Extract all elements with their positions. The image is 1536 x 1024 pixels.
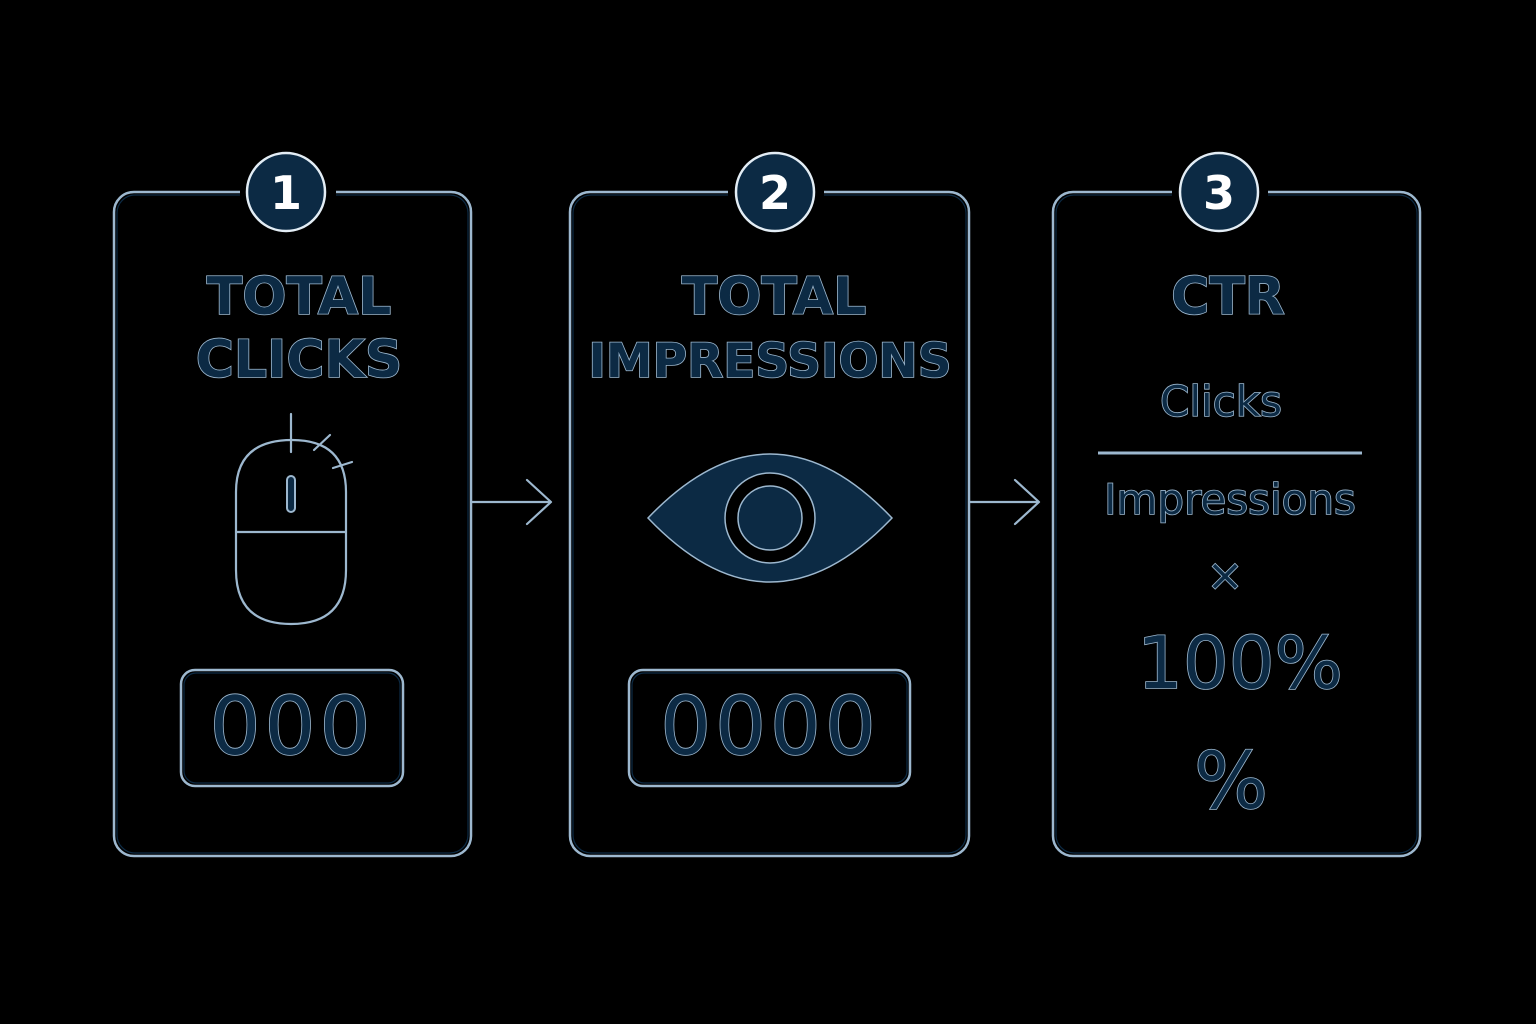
step-badge-3 — [1178, 151, 1260, 233]
step-number-2: 2 — [759, 166, 791, 220]
arrow-2-to-3 — [967, 478, 1041, 526]
formula-multiplier: 100% — [1137, 621, 1343, 705]
formula-denominator: Impressions — [1104, 475, 1356, 524]
step-badge-2 — [734, 151, 816, 233]
step-number-1: 1 — [270, 166, 302, 220]
mouse-icon — [234, 412, 354, 626]
arrow-1-to-2 — [469, 478, 553, 526]
step-card-2: 2 TOTAL IMPRESSIONS 0000 — [568, 151, 971, 858]
card-2-title-line1: TOTAL — [682, 267, 867, 327]
card-1-title-line2: CLICKS — [196, 330, 403, 390]
impressions-counter: 0000 — [660, 680, 880, 773]
formula-numerator: Clicks — [1160, 377, 1282, 426]
step-number-3: 3 — [1203, 166, 1235, 220]
impressions-counter-inner — [631, 672, 908, 784]
multiply-sign: × — [1207, 550, 1244, 601]
card-2-title-line2: IMPRESSIONS — [588, 334, 951, 389]
step-card-1: 1 TOTAL CLICKS 000 — [112, 151, 473, 858]
step-card-3: 3 CTR Clicks Impressions × 100% % — [1051, 151, 1422, 858]
eye-icon — [646, 453, 894, 583]
step-badge-1 — [245, 151, 327, 233]
card-1-title-line1: TOTAL — [207, 267, 392, 327]
clicks-counter: 000 — [210, 680, 375, 773]
clicks-counter-inner — [183, 672, 401, 784]
impressions-counter-box — [627, 668, 912, 788]
card-3-title: CTR — [1171, 267, 1285, 327]
formula-result-percent: % — [1194, 737, 1268, 827]
clicks-counter-box — [179, 668, 405, 788]
